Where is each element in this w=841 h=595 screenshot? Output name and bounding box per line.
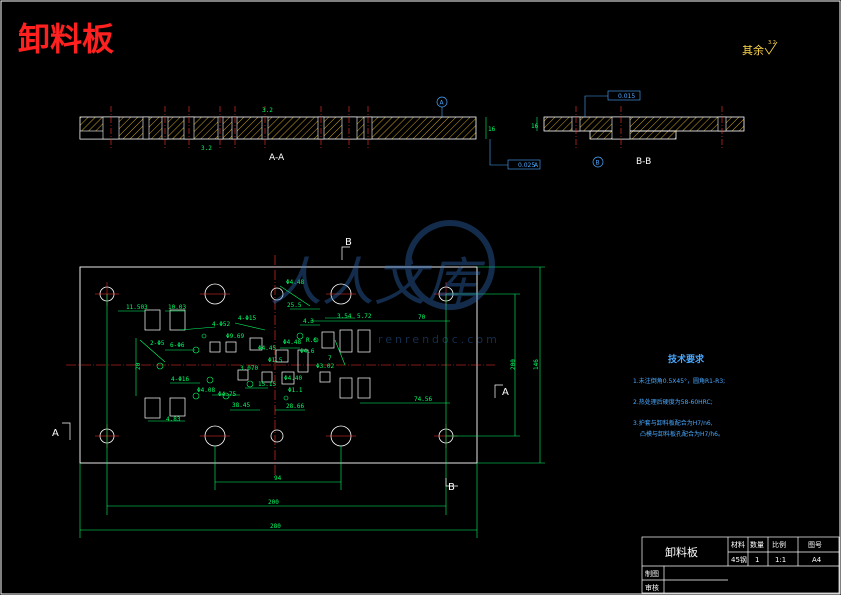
roughness-note-text: 其余 (742, 43, 764, 57)
section-bb-tolerance: 0.015 (618, 93, 635, 100)
tech-requirement-item: 凸模与卸料板孔配合为H7/h6。 (640, 430, 724, 438)
dimension-text: 25.5 (287, 302, 302, 309)
dimension-text: 74.56 (414, 396, 432, 403)
title-block-drawing-no: A4 (812, 556, 822, 564)
datum-b-label: B (596, 160, 600, 167)
tech-requirement-item: 1.未注倒角0.5X45°，圆角R1-R3; (633, 377, 725, 385)
dimension-text: 11.503 (126, 304, 148, 311)
dimension-text: Φ4.48 (286, 279, 304, 286)
datum-a-label: A (440, 100, 445, 107)
tech-requirements: 技术要求 1.未注倒角0.5X45°，圆角R1-R3; 2.热处理后硬度为58-… (633, 353, 725, 438)
watermark: 人人文库 renrendoc.com (270, 220, 500, 346)
dimension-text: 15.15 (258, 381, 276, 388)
dimension-text: 6-Φ6 (170, 342, 185, 349)
dimension-text: 2-Φ5 (150, 340, 165, 347)
tech-requirements-heading: 技术要求 (668, 353, 705, 365)
dimension-text: 38.45 (232, 402, 250, 409)
dimension-text: 3.070 (240, 365, 258, 372)
dimension-text: Φ4.40 (284, 375, 302, 382)
title-block-name: 卸料板 (665, 545, 698, 559)
dimension-text: 28.66 (286, 403, 304, 410)
dimension-text: Φ4.75 (218, 391, 236, 398)
dimension-text: Φ3.02 (316, 363, 334, 370)
dimension-text: 280 (270, 523, 281, 530)
dimension-text: Φ4.08 (197, 387, 215, 394)
watermark-url: renrendoc.com (378, 333, 500, 346)
section-bb-thickness: 16 (531, 123, 539, 130)
dimension-lines (79, 266, 545, 538)
section-bb: B-B 16 0.015 B (531, 90, 745, 168)
dimension-text: R.6 (306, 337, 317, 344)
dimension-text: Φ4.6 (300, 348, 315, 355)
section-aa: A-A 3.2 3.2 16 A 0.025 A (79, 96, 541, 170)
dimension-text: 70 (418, 314, 426, 321)
dimension-text: Φ9.69 (226, 333, 244, 340)
dimension-text: 146 (533, 359, 540, 370)
dimension-text: 5.72 (357, 313, 372, 320)
title-block-material: 45钢 (731, 555, 747, 564)
dimension-text: Φ4.48 (283, 339, 301, 346)
dimension-text: 7 (328, 355, 332, 362)
dimension-text: Φ4.45 (258, 345, 276, 352)
roughness-note: 其余 3.2 (742, 40, 778, 57)
dimension-text: 4-Φ16 (171, 376, 189, 383)
plan-view: 11.503 10.03 4-Φ52 4-Φ15 Φ4.48 6-Φ6 4-Φ1… (52, 237, 545, 538)
section-aa-tolerance: 0.025 (518, 162, 535, 169)
title-block-qty-label: 数量 (750, 540, 764, 549)
title-block-qty: 1 (755, 556, 759, 564)
dimension-text: Φ1.1 (288, 387, 303, 394)
section-bb-tolerance-frame (607, 90, 641, 101)
datum-b-symbol (592, 156, 604, 168)
section-bb-boss (589, 130, 677, 140)
section-bb-label: B-B (636, 157, 651, 167)
cut-a-label-left: A (52, 428, 59, 439)
cut-a-label-right: A (502, 387, 509, 398)
punch-openings (144, 309, 371, 419)
dimension-text: 4.83 (166, 416, 181, 423)
section-aa-label: A-A (269, 153, 285, 163)
watermark-logo-icon (405, 220, 495, 310)
tech-requirement-item: 3.护套与卸料板配合为H7/n6, (633, 419, 713, 427)
title-block-scale: 1:1 (775, 556, 786, 564)
roughness-note-value: 3.2 (768, 40, 776, 46)
dimension-text: 10.03 (168, 304, 186, 311)
dimension-text: 3.54 (337, 313, 352, 320)
section-aa-body (79, 116, 477, 140)
title-block-scale-label: 比例 (772, 540, 786, 549)
title-block-check-label: 审核 (645, 583, 659, 592)
dimension-text: 4-Φ52 (212, 321, 230, 328)
dimension-text: 200 (268, 499, 279, 506)
tech-requirement-item: 2.热处理后硬度为58-60HRC; (633, 398, 713, 406)
roughness-symbol-icon (764, 41, 778, 55)
dimension-text: 4.3 (303, 318, 314, 325)
page-title: 卸料板 (18, 20, 114, 58)
cut-b-label-top: B (345, 237, 352, 248)
section-aa-tolerance-datum: A (534, 162, 539, 169)
dimension-text: 20 (135, 362, 142, 370)
dimension-text: 4-Φ15 (238, 315, 256, 322)
title-block-drawn-label: 制图 (645, 569, 659, 578)
dimension-text: Φ1.5 (268, 357, 283, 364)
dimension-text: 200 (510, 359, 517, 370)
cut-b-label-bottom: B (448, 482, 455, 493)
dimension-text: 94 (274, 475, 282, 482)
watermark-text: 人人文库 (270, 253, 486, 313)
section-aa-tolerance-frame (507, 159, 541, 170)
section-aa-thickness: 16 (488, 126, 496, 133)
section-aa-bottom-roughness: 3.2 (201, 145, 212, 152)
title-block-material-label: 材料 (731, 540, 745, 549)
section-aa-roughness: 3.2 (262, 107, 273, 114)
title-block (641, 536, 840, 594)
title-block-drawing-no-label: 图号 (808, 541, 822, 549)
